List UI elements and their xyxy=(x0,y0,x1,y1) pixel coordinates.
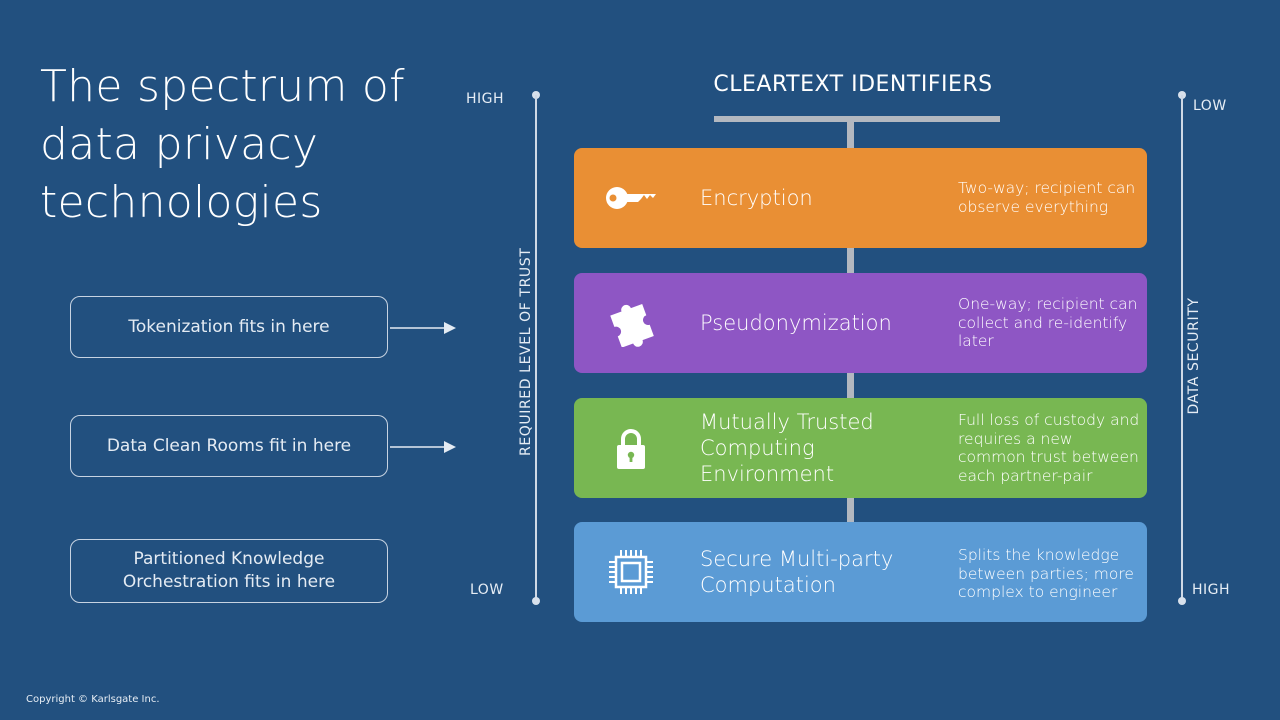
trusted-environment-card: Mutually Trusted Computing Environment F… xyxy=(574,398,1147,498)
partitioned-knowledge-label: Partitioned Knowledge Orchestration fits… xyxy=(122,549,336,592)
header-crossbar xyxy=(714,116,1000,122)
arrow-right-icon xyxy=(390,322,456,334)
security-axis-line xyxy=(1181,95,1183,601)
secure-multiparty-desc: Splits the knowledge between parties; mo… xyxy=(958,546,1134,601)
pseudonymization-title: Pseudonymization xyxy=(700,311,892,335)
secure-multiparty-card: Secure Multi-party Computation Splits th… xyxy=(574,522,1147,622)
security-high-label: HIGH xyxy=(1192,582,1231,598)
trust-axis-bottom-dot xyxy=(532,597,540,605)
security-axis-bottom-dot xyxy=(1178,597,1186,605)
tokenization-label: Tokenization fits in here xyxy=(128,316,330,337)
data-clean-rooms-box: Data Clean Rooms fit in here xyxy=(70,415,388,477)
secure-multiparty-title: Secure Multi-party Computation xyxy=(700,547,894,597)
partitioned-knowledge-box: Partitioned Knowledge Orchestration fits… xyxy=(70,539,388,603)
encryption-desc: Two-way; recipient can observe everythin… xyxy=(958,179,1136,216)
trusted-environment-title: Mutually Trusted Computing Environment xyxy=(700,410,874,486)
pseudonymization-card: Pseudonymization One-way; recipient can … xyxy=(574,273,1147,373)
arrow-right-icon xyxy=(390,441,456,453)
security-low-label: LOW xyxy=(1193,98,1227,114)
trust-axis-label: REQUIRED LEVEL OF TRUST xyxy=(518,247,534,456)
security-axis-label: DATA SECURITY xyxy=(1186,297,1202,415)
lock-icon xyxy=(617,429,645,469)
key-icon xyxy=(606,187,656,209)
trust-high-label: HIGH xyxy=(466,91,505,107)
encryption-card: Encryption Two-way; recipient can observ… xyxy=(574,148,1147,248)
page-title: The spectrum of data privacy technologie… xyxy=(40,61,405,228)
trusted-environment-desc: Full loss of custody and requires a new … xyxy=(958,411,1140,485)
pseudonymization-desc: One-way; recipient can collect and re-id… xyxy=(958,295,1138,350)
copyright-text: Copyright © Karlsgate Inc. xyxy=(26,694,160,705)
data-clean-rooms-label: Data Clean Rooms fit in here xyxy=(106,435,352,456)
tokenization-box: Tokenization fits in here xyxy=(70,296,388,358)
chip-icon xyxy=(609,550,653,594)
encryption-title: Encryption xyxy=(700,186,813,210)
cleartext-identifiers-title: CLEARTEXT IDENTIFIERS xyxy=(713,72,993,97)
trust-axis-line xyxy=(535,95,537,601)
trust-low-label: LOW xyxy=(470,582,504,598)
puzzle-piece-icon xyxy=(610,304,654,347)
